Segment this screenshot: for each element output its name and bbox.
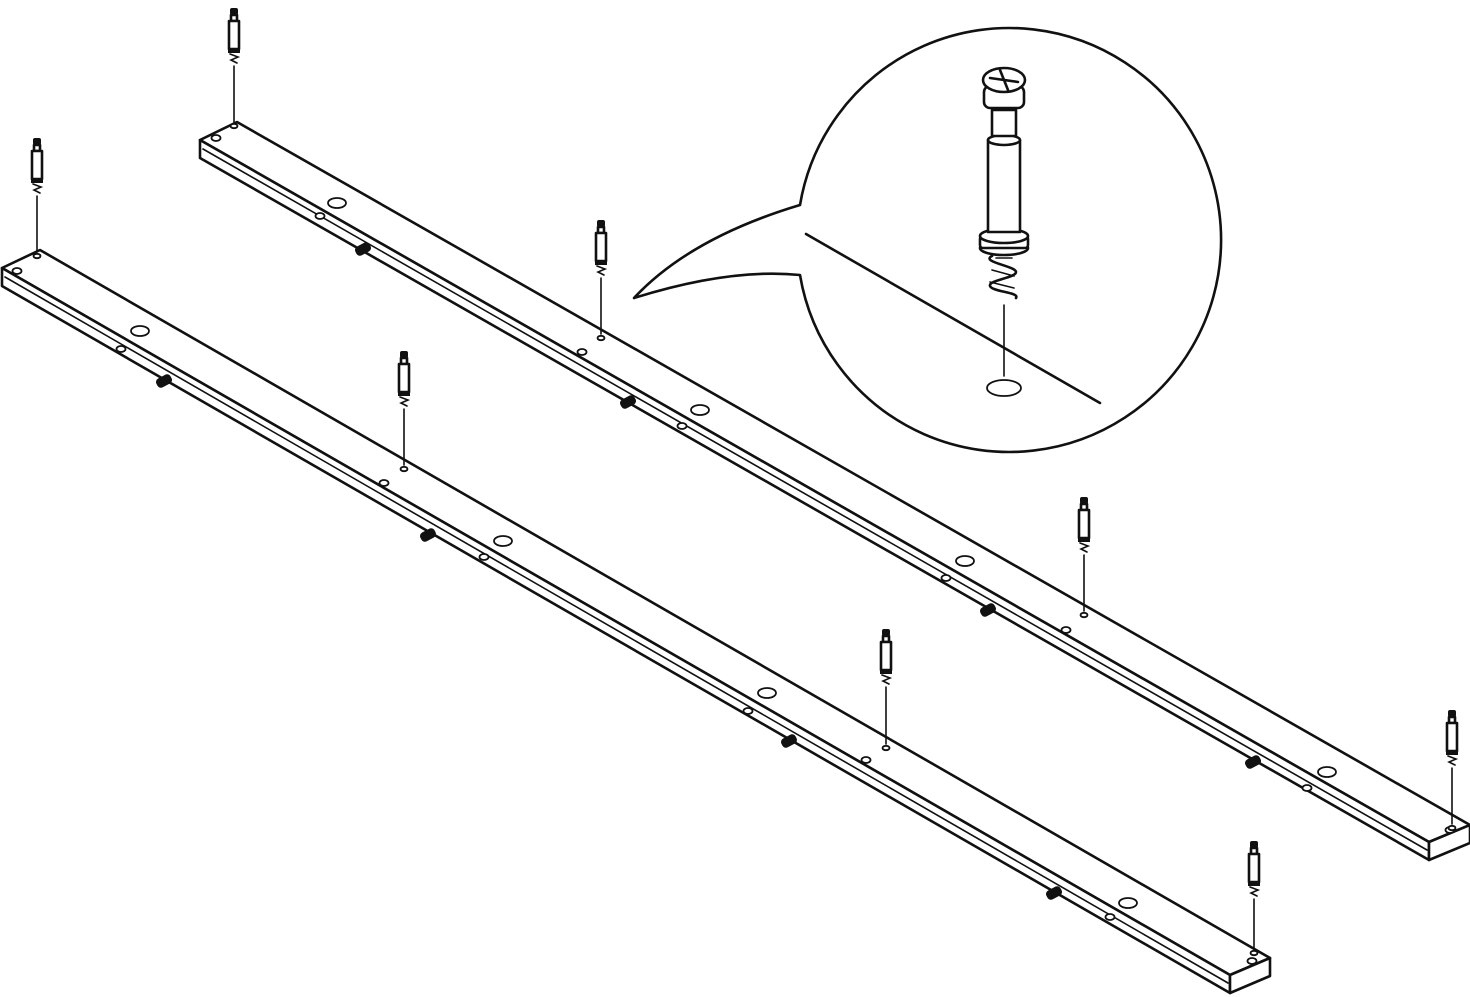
callout-rail-edge [804,232,1102,405]
hole-icon [940,574,952,582]
cam-bolt-icon [879,629,893,685]
hole-icon [1249,949,1259,957]
hole-icon [881,744,891,752]
callout-outline [632,26,1223,454]
hole-icon [327,197,347,209]
cam-bolt-icon [30,138,44,194]
hole-icon [130,325,150,337]
cam-bolt-icon [1247,841,1261,897]
hole-icon [378,479,390,487]
guide-lines-layer [32,65,1457,957]
cam-bolt-icon [594,220,608,276]
callout-hole-icon [986,379,1022,397]
dowel-icon [155,374,173,388]
dowel-icon [419,528,437,542]
rail-back-end-face [1427,823,1470,862]
hole-icon [478,553,490,561]
rail-back [198,120,1470,862]
hole-icon [1301,784,1313,792]
hole-icon [690,404,710,416]
hole-icon [314,212,326,220]
hole-icon [742,707,754,715]
hole-icon [1079,611,1089,619]
dowel-icon [354,242,372,256]
dowels-layer [155,242,1262,900]
hole-icon [399,465,409,473]
hole-icon [115,345,127,353]
hole-icon [210,134,222,142]
hole-icon [860,756,872,764]
hole-icon [1118,897,1138,909]
hole-icon [493,535,513,547]
hole-icon [32,252,42,260]
callout-cam-bolt-icon [978,66,1030,300]
hole-icon [757,687,777,699]
dowel-icon [619,395,637,409]
dowel-icon [979,603,997,617]
hole-icon [1060,626,1072,634]
dowel-icon [780,734,798,748]
cam-bolts-layer [30,8,1459,897]
cam-bolt-icon [397,351,411,407]
hole-icon [676,422,688,430]
hole-icon [11,267,23,275]
rail-front-end-face [1228,956,1272,995]
cam-bolt-icon [1445,710,1459,766]
cam-bolt-icon [227,8,241,64]
rail-front-groove [4,276,1229,984]
callout-bubble [632,26,1223,454]
hole-icon [576,348,588,356]
hole-icon [1447,824,1457,832]
hole-icon [229,122,239,130]
dowel-icon [1244,755,1262,769]
dowel-icon [1045,886,1063,900]
hole-icon [1317,766,1337,778]
rail-front [0,248,1272,995]
hole-icon [955,555,975,567]
rail-back-groove [202,148,1428,851]
cam-bolt-icon [1077,497,1091,553]
hole-icon [1246,957,1258,965]
holes-layer [11,134,1456,965]
hole-icon [1104,913,1116,921]
hole-icon [596,334,606,342]
